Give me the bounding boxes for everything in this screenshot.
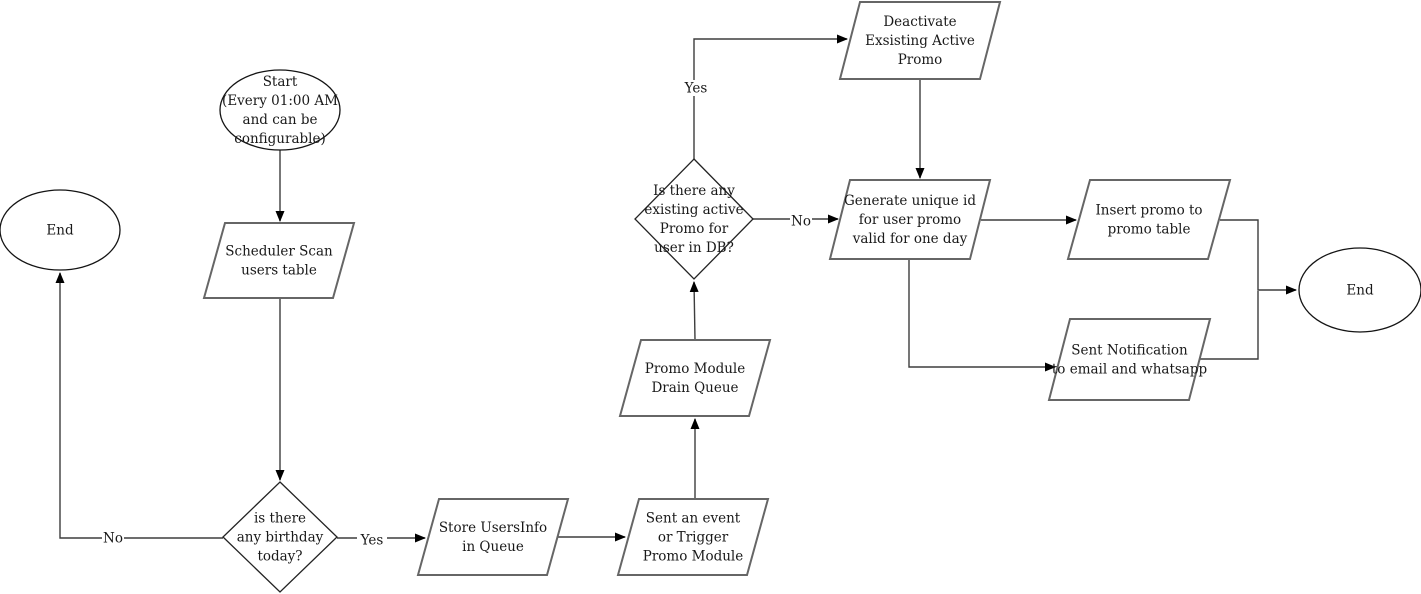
node-end-right: End — [1298, 247, 1421, 333]
store-usersinfo-shape — [416, 498, 570, 576]
existing-no-label-bg — [790, 213, 812, 229]
edge-notification-to-end — [1200, 291, 1259, 360]
existing-promo-decision-shape — [634, 158, 754, 280]
birthday-yes-label-bg — [357, 532, 387, 548]
birthday-yes-label: Yes — [357, 532, 387, 549]
scheduler-scan-shape — [202, 222, 356, 299]
birthday-no-label-text: No — [103, 531, 123, 547]
existing-no-label-text: No — [791, 214, 811, 230]
edge-drain-to-decision — [689, 281, 699, 341]
birthday-decision-shape — [222, 481, 338, 593]
end-left-shape — [0, 189, 121, 271]
end-right-label: End — [1346, 283, 1374, 299]
existing-yes-label-bg — [681, 80, 711, 96]
sent-event-shape — [616, 498, 770, 576]
existing-yes-label-text: Yes — [684, 81, 708, 97]
edge-decision-yes-to-deactivate — [693, 34, 848, 159]
end-right-shape — [1298, 247, 1421, 333]
birthday-no-label: No — [102, 530, 124, 547]
promo-drain-shape — [618, 339, 772, 417]
generate-id-shape — [828, 179, 992, 260]
insert-promo-shape — [1066, 179, 1232, 260]
birthday-yes-label-text: Yes — [360, 533, 384, 549]
existing-no-label: No — [790, 213, 812, 230]
edge-insert-to-end — [1220, 219, 1297, 295]
birthday-no-label-bg — [102, 530, 124, 546]
start-shape — [219, 69, 341, 151]
existing-yes-label: Yes — [681, 80, 711, 97]
edge-birthday-no-to-end — [55, 272, 223, 539]
deactivate-promo-shape — [838, 0, 1002, 80]
sent-notification-shape — [1047, 318, 1212, 401]
end-left-label: End — [46, 223, 74, 239]
node-end-left: End — [0, 189, 121, 271]
edge-generate-to-notification — [908, 259, 1056, 372]
